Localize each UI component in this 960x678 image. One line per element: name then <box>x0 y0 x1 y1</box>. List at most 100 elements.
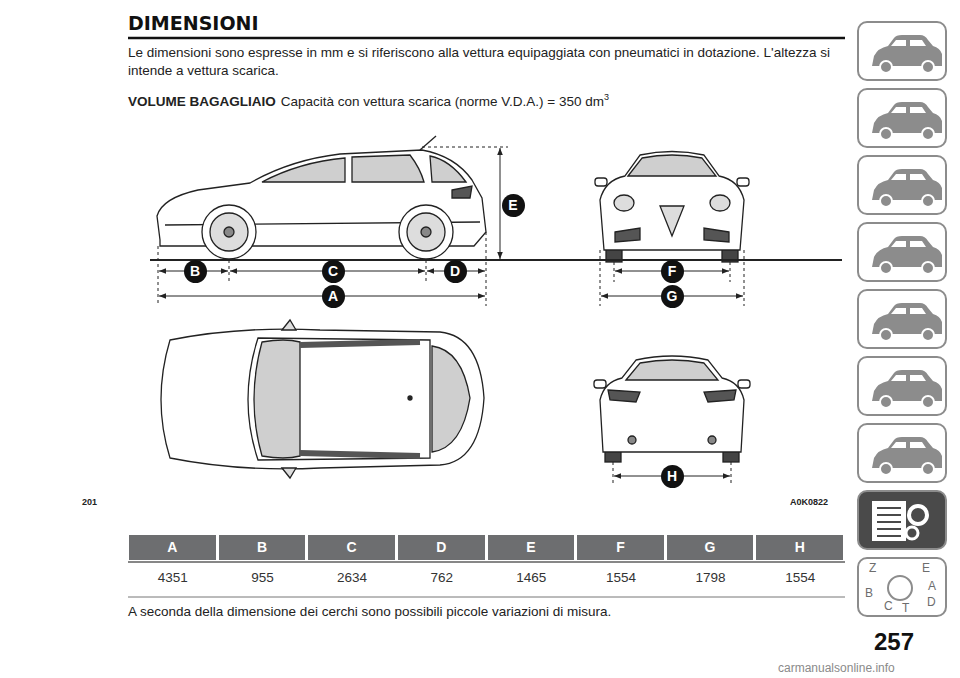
sidebar-tab <box>858 424 946 482</box>
artwork-part <box>600 356 744 452</box>
callout-text: F <box>668 264 677 278</box>
index-icon <box>888 576 912 600</box>
callout-text: E <box>508 198 517 212</box>
callout-text: G <box>667 289 678 303</box>
table-value-cell: 762 <box>397 570 487 585</box>
artwork-part <box>210 213 248 251</box>
section-heading: VOLUME BAGAGLIAIO <box>128 94 276 109</box>
index-letter: B <box>865 586 873 600</box>
sidebar-tab <box>858 89 946 147</box>
artwork-part <box>730 262 731 282</box>
artwork-part <box>877 514 901 516</box>
artwork-part <box>150 259 842 261</box>
superscript: 3 <box>604 92 609 102</box>
dimension-lines <box>150 147 842 486</box>
callout-text: C <box>328 264 338 278</box>
table-value-cell: 2634 <box>307 570 397 585</box>
artwork-part <box>202 205 256 259</box>
sidebar-tab <box>858 491 946 549</box>
artwork-part <box>594 380 606 388</box>
table-value-cell: 1554 <box>755 570 845 585</box>
table-value-cell: 1554 <box>576 570 666 585</box>
artwork-part <box>608 390 736 402</box>
callout-letter: C <box>322 260 345 283</box>
artwork-part <box>906 527 918 539</box>
table-value-cell: 1798 <box>666 570 756 585</box>
index-letter: T <box>902 601 909 615</box>
sidebar-tabs <box>858 22 946 616</box>
artwork-part <box>877 528 901 530</box>
callout-letter: A <box>322 285 345 308</box>
artwork-part <box>595 178 607 186</box>
table-header-cell: E <box>488 535 575 560</box>
artwork-part <box>710 195 730 211</box>
figure-code: A0K0822 <box>790 497 828 507</box>
artwork-part <box>614 262 615 282</box>
callout-text: A <box>328 289 338 303</box>
figure-number: 201 <box>82 497 97 507</box>
settings-icon <box>872 501 927 541</box>
artwork-part <box>408 396 412 400</box>
artwork-part <box>407 213 445 251</box>
callout-text: D <box>450 264 460 278</box>
artwork-part <box>224 227 234 237</box>
sidebar-tab <box>858 558 946 616</box>
watermark: carmanualsonline.info <box>778 661 895 675</box>
rear-view <box>594 356 750 462</box>
table-header-cell: A <box>129 535 216 560</box>
table-value-cell: 955 <box>218 570 308 585</box>
callout-text: B <box>190 264 200 278</box>
sidebar-tab <box>858 290 946 348</box>
index-letter: E <box>922 561 930 575</box>
artwork-part <box>600 152 744 251</box>
artwork-part <box>877 507 901 509</box>
callout-letter: D <box>444 260 467 283</box>
artwork-part <box>909 506 927 524</box>
artwork-part <box>158 246 159 306</box>
car-icon <box>872 35 942 73</box>
table-header-cell: B <box>219 535 306 560</box>
title-rule <box>128 37 845 40</box>
table-header-cell: D <box>398 535 485 560</box>
car-icon <box>872 102 942 140</box>
artwork-part <box>426 260 427 282</box>
callout-letter: H <box>661 465 684 488</box>
artwork-part <box>422 147 508 148</box>
side-view <box>157 136 486 259</box>
artwork-part <box>600 250 601 306</box>
car-icon <box>872 169 942 207</box>
artwork-part <box>161 329 484 469</box>
artwork-part <box>248 338 430 460</box>
callout-letter: F <box>661 260 684 283</box>
artwork-part <box>452 186 472 198</box>
artwork-part <box>432 346 470 452</box>
artwork-part <box>613 462 614 486</box>
table-header-cell: C <box>308 535 395 560</box>
table-value-cell: 4351 <box>128 570 218 585</box>
page-number: 257 <box>874 628 914 656</box>
front-view <box>595 152 749 263</box>
artwork-part <box>877 521 901 523</box>
callout-letter: B <box>184 260 207 283</box>
table-value-cell: 1465 <box>487 570 577 585</box>
artwork-part <box>300 342 420 456</box>
car-icon <box>872 437 942 475</box>
table-header-cell: G <box>667 535 754 560</box>
car-icon <box>872 303 942 341</box>
artwork-part <box>877 535 901 537</box>
artwork-part <box>262 155 466 182</box>
callout-text: H <box>667 469 677 483</box>
sidebar-tab <box>858 223 946 281</box>
artwork-part <box>421 227 431 237</box>
sidebar-tab <box>858 22 946 80</box>
index-letter: D <box>927 595 936 609</box>
artwork-part <box>229 260 230 282</box>
car-icon <box>872 236 942 274</box>
artwork-part <box>628 436 636 444</box>
artwork-part <box>628 155 716 176</box>
artwork-part <box>282 320 296 478</box>
table-header-cell: F <box>577 535 664 560</box>
body-text: Capacità con vettura scarica (norme V.D.… <box>281 94 604 109</box>
sidebar-tab <box>858 156 946 214</box>
